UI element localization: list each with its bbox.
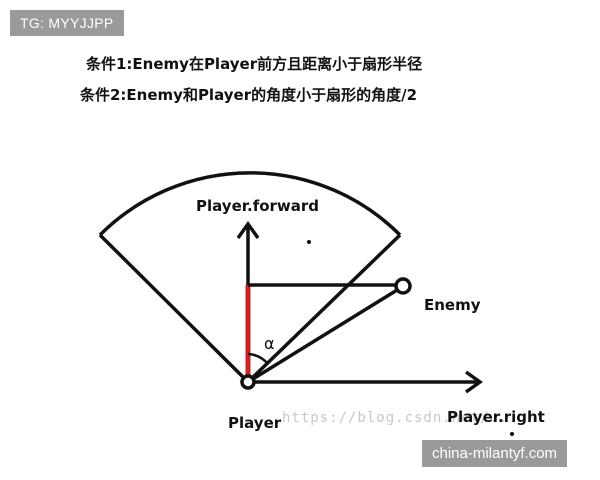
- enemy-marker: [394, 277, 412, 295]
- sector-arc: [98, 171, 402, 237]
- player-marker: [240, 374, 256, 390]
- watermark-url: https://blog.csdn.net/...: [282, 410, 518, 426]
- label-player-right: Player.right: [447, 408, 545, 426]
- forward-arrow-head: [236, 220, 260, 240]
- label-alpha: α: [264, 334, 275, 353]
- player-enemy-line: [247, 285, 403, 384]
- condition-1-text: 条件1:Enemy在Player前方且距离小于扇形半径: [86, 55, 423, 73]
- right-arrow-head: [464, 370, 484, 394]
- alpha-arc: [247, 352, 269, 365]
- label-player: Player: [228, 414, 282, 432]
- label-player-forward: Player.forward: [196, 197, 320, 215]
- stray-dot: [307, 240, 311, 244]
- label-enemy: Enemy: [424, 296, 481, 314]
- condition-2-text: 条件2:Enemy和Player的角度小于扇形的角度/2: [80, 86, 418, 104]
- stray-dot: [510, 432, 514, 436]
- tg-tag: TG: MYYJJPP: [10, 10, 124, 36]
- sector-right-edge: [246, 233, 402, 384]
- site-watermark: china-milantyf.com: [422, 440, 568, 467]
- sector-left-edge: [98, 233, 250, 384]
